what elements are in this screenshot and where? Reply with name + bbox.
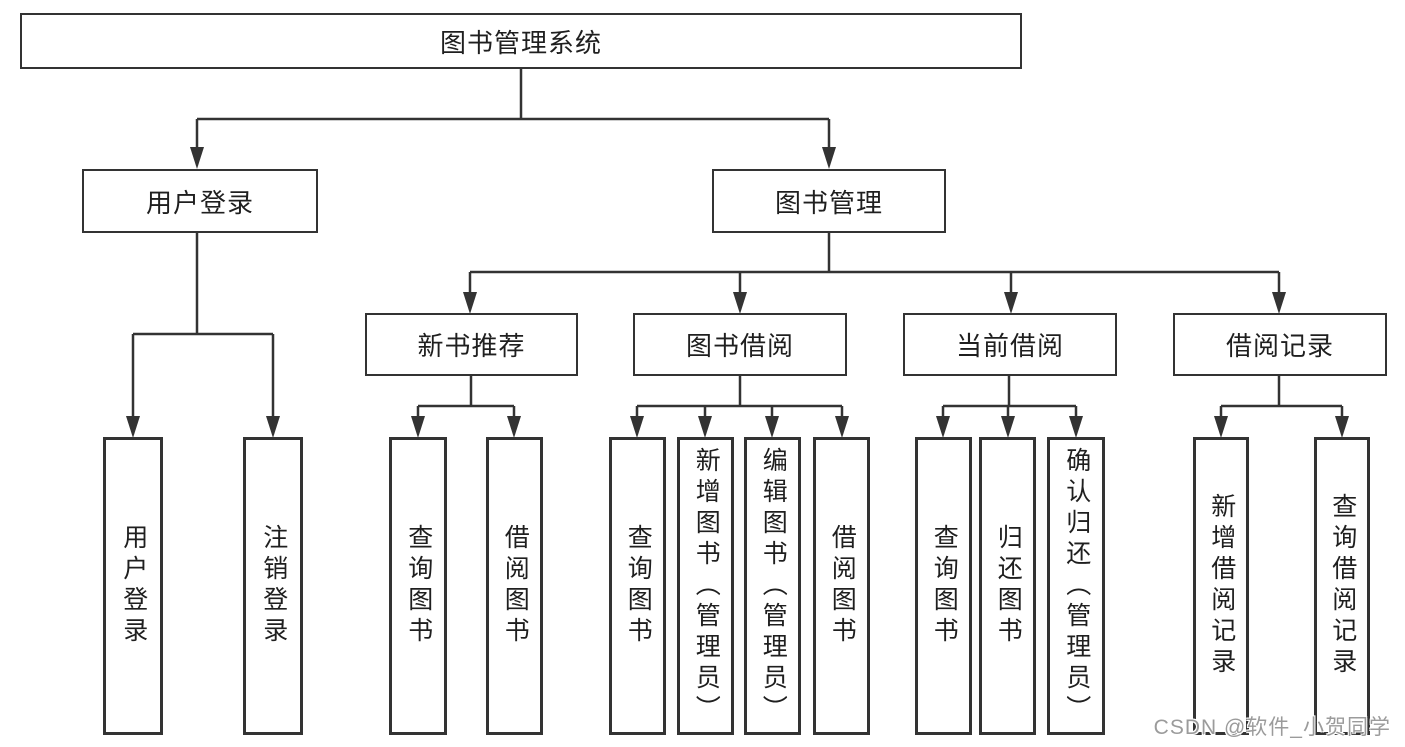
leaf-newbook-borrow-label: 借阅图书: [501, 524, 530, 648]
node-user-login-label: 用户登录: [145, 187, 254, 218]
node-book-management: 图书管理: [712, 169, 946, 233]
node-book-borrow-label: 图书借阅: [685, 331, 794, 361]
leaf-borrow-edit-admin: 编辑图书（管理员）: [744, 437, 801, 735]
leaf-borrow-query-label: 查询图书: [624, 524, 653, 648]
leaf-user-login: 用户登录: [103, 437, 163, 735]
leaf-records-query-label: 查询借阅记录: [1328, 493, 1357, 679]
leaf-current-return: 归还图书: [979, 437, 1036, 735]
node-borrow-records: 借阅记录: [1173, 313, 1387, 376]
leaf-borrow-book: 借阅图书: [813, 437, 870, 735]
leaf-records-add: 新增借阅记录: [1193, 437, 1249, 735]
node-borrow-records-label: 借阅记录: [1225, 331, 1334, 361]
leaf-newbook-borrow: 借阅图书: [486, 437, 543, 735]
leaf-borrow-book-label: 借阅图书: [828, 524, 857, 648]
leaf-current-return-label: 归还图书: [994, 524, 1023, 648]
leaf-records-query: 查询借阅记录: [1314, 437, 1370, 735]
leaf-borrow-query: 查询图书: [609, 437, 666, 735]
leaf-current-confirm-admin: 确认归还（管理员）: [1047, 437, 1105, 735]
node-book-management-label: 图书管理: [774, 187, 883, 218]
csdn-watermark: CSDN @软件_小贺同学: [1153, 716, 1391, 739]
leaf-records-add-label: 新增借阅记录: [1207, 493, 1236, 679]
leaf-borrow-add-admin: 新增图书（管理员）: [677, 437, 734, 735]
node-new-book-recommend-label: 新书推荐: [417, 331, 526, 361]
leaf-borrow-edit-admin-label: 编辑图书（管理员）: [759, 446, 788, 726]
leaf-logout-label: 注销登录: [259, 524, 288, 648]
leaf-current-query-label: 查询图书: [930, 524, 959, 648]
node-new-book-recommend: 新书推荐: [365, 313, 578, 376]
leaf-borrow-add-admin-label: 新增图书（管理员）: [692, 446, 721, 726]
leaf-current-confirm-admin-label: 确认归还（管理员）: [1062, 446, 1091, 726]
node-current-borrow-label: 当前借阅: [955, 331, 1064, 361]
node-user-login: 用户登录: [82, 169, 318, 233]
leaf-logout: 注销登录: [243, 437, 303, 735]
node-root-label: 图书管理系统: [439, 27, 602, 58]
node-current-borrow: 当前借阅: [903, 313, 1117, 376]
node-book-borrow: 图书借阅: [633, 313, 847, 376]
leaf-newbook-query: 查询图书: [389, 437, 447, 735]
leaf-user-login-label: 用户登录: [119, 524, 148, 648]
leaf-newbook-query-label: 查询图书: [404, 524, 433, 648]
node-root: 图书管理系统: [20, 13, 1022, 69]
leaf-current-query: 查询图书: [915, 437, 972, 735]
